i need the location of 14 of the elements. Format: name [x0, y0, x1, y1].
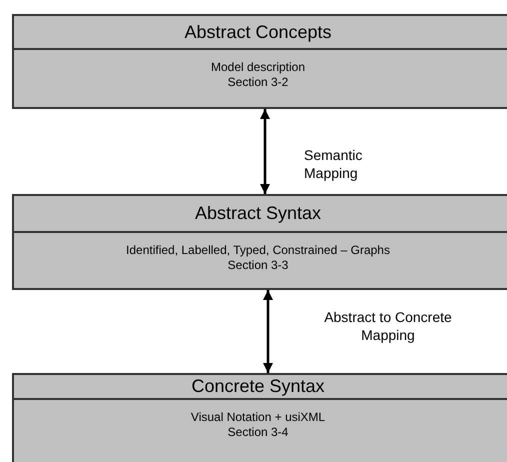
layer-description: Section 3-3: [228, 258, 288, 273]
layer-box: [12, 14, 507, 109]
layer-box: [12, 194, 507, 290]
layer-description: Model description: [210, 60, 306, 75]
double-arrow: [260, 109, 270, 194]
double-arrow: [263, 290, 273, 373]
layer-description: Visual Notation + usiXML: [190, 410, 326, 425]
layer-heading: Concrete Syntax: [191, 375, 326, 398]
layer-box: [12, 373, 507, 462]
layer-heading: Abstract Syntax: [194, 202, 322, 225]
layer-description: Identified, Labelled, Typed, Constrained – Graphs: [126, 243, 390, 258]
layer-description: Section 3-2: [228, 75, 288, 90]
layer-description: Section 3-4: [228, 425, 288, 440]
layer-heading: Abstract Concepts: [184, 20, 333, 44]
